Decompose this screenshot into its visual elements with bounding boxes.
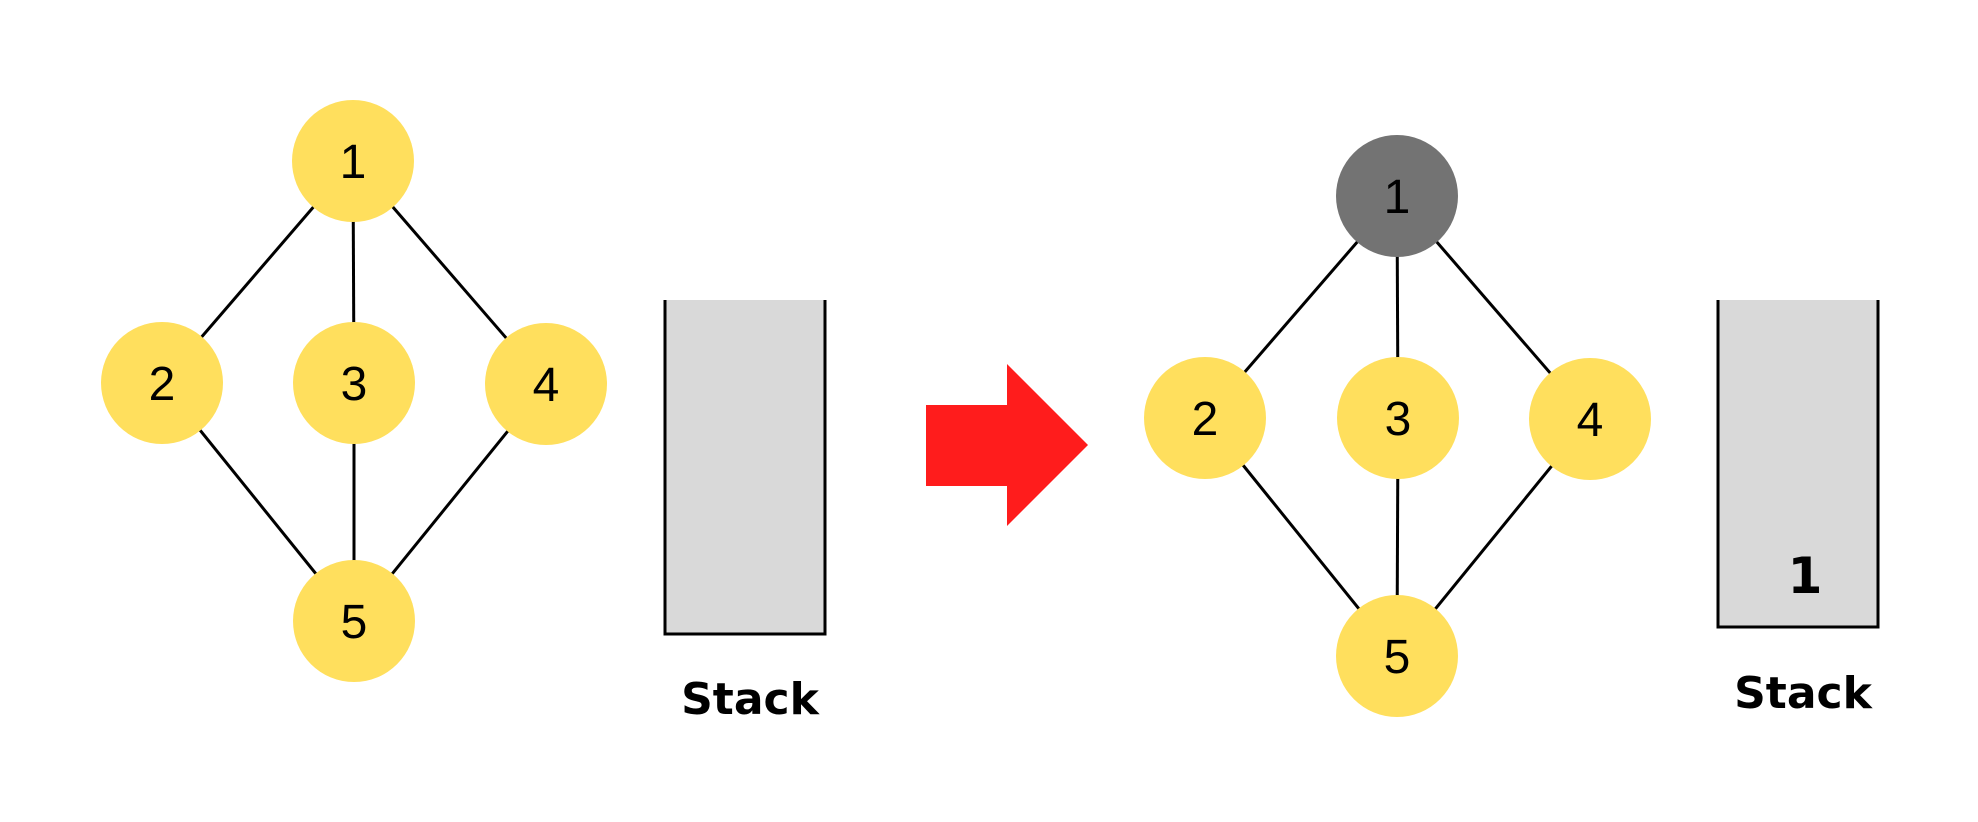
stack-caption-after: Stack	[1734, 668, 1873, 719]
node-label: 2	[149, 358, 176, 411]
node-circle	[1336, 595, 1458, 717]
node-3: 3	[293, 322, 415, 444]
node-circle	[485, 323, 607, 445]
node-circle	[1529, 358, 1651, 480]
node-5: 5	[1336, 595, 1458, 717]
node-circle	[293, 322, 415, 444]
nodes-before: 1 2 3 4 5	[101, 100, 607, 682]
node-circle	[292, 100, 414, 222]
node-label: 4	[1577, 394, 1604, 447]
node-2: 2	[1144, 357, 1266, 479]
node-5: 5	[293, 560, 415, 682]
stack-outline-before	[663, 300, 827, 636]
node-label: 3	[341, 358, 368, 411]
node-2: 2	[101, 322, 223, 444]
node-circle	[101, 322, 223, 444]
stack-caption-before: Stack	[681, 674, 820, 725]
node-circle	[1337, 357, 1459, 479]
stack-item: 1	[1788, 547, 1823, 605]
stack-items-after: 1	[1788, 547, 1823, 605]
node-label: 5	[341, 596, 368, 649]
node-label: 1	[340, 136, 367, 189]
node-4: 4	[485, 323, 607, 445]
visited-node-circle	[1336, 135, 1458, 257]
stack-before: Stack	[663, 300, 827, 725]
nodes-after: 1 2 3 4 5	[1144, 135, 1651, 717]
node-label: 2	[1192, 393, 1219, 446]
stack-after: 1 Stack	[1716, 300, 1880, 719]
graph-after: 1 2 3 4 5	[1144, 135, 1651, 717]
right-arrow-icon	[926, 364, 1088, 526]
node-circle	[293, 560, 415, 682]
node-circle	[1144, 357, 1266, 479]
node-1: 1	[1336, 135, 1458, 257]
graph-before: 1 2 3 4 5	[101, 100, 607, 682]
node-3: 3	[1337, 357, 1459, 479]
stack-outline-after	[1716, 300, 1880, 629]
node-1: 1	[292, 100, 414, 222]
node-label: 5	[1384, 631, 1411, 684]
node-label: 3	[1385, 393, 1412, 446]
stack-container-after	[1718, 300, 1878, 627]
stack-container-before	[665, 300, 825, 634]
node-label: 4	[533, 359, 560, 412]
node-label: 1	[1384, 171, 1411, 224]
node-4: 4	[1529, 358, 1651, 480]
